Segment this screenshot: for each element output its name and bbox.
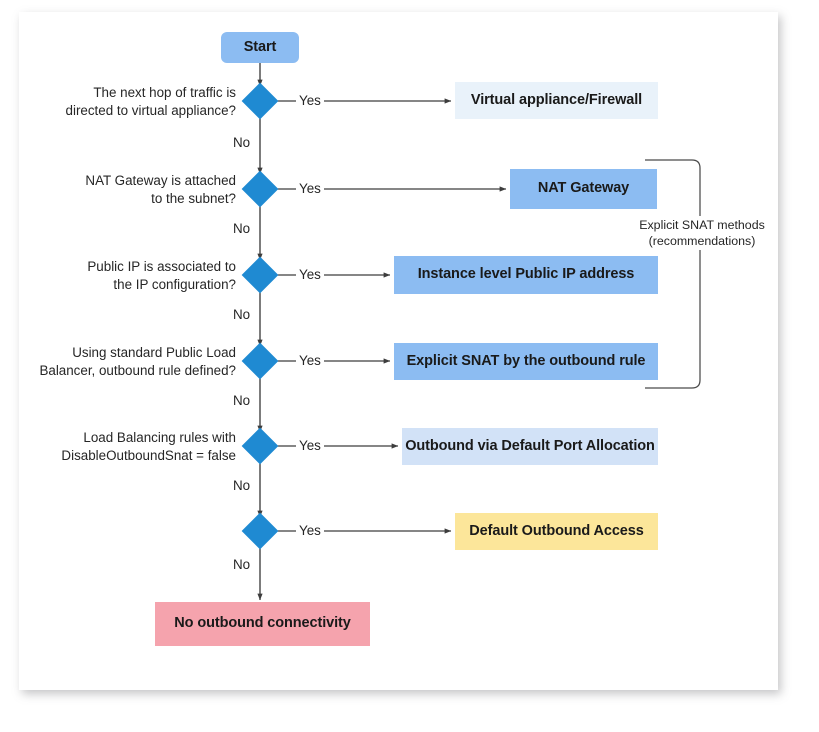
edge-label-yes-lb-rules: Yes [296,439,324,452]
question-label-lb-rules-line1: Load Balancing rules with [83,430,236,445]
explicit-snat-bracket-label-line1: Explicit SNAT methods [639,218,765,232]
edge-label-no-pip: No [230,308,254,321]
terminal-no-outbound-connectivity-label: No outbound connectivity [174,615,351,632]
edge-label-no-lb-rules: No [230,479,254,492]
question-label-pip-line2: the IP configuration? [113,276,236,292]
explicit-snat-bracket-label-line2: (recommendations) [648,234,756,249]
question-label-pip: Public IP is associated to the IP config… [40,258,236,293]
question-label-nva-line2: directed to virtual appliance? [65,102,236,118]
outcome-instance-level-public-ip: Instance level Public IP address [394,256,658,294]
question-label-natgw-line2: to the subnet? [151,190,236,206]
edge-label-no-natgw: No [230,222,254,235]
question-label-outbound-rule-line1: Using standard Public Load [72,345,236,360]
outcome-virtual-appliance-firewall: Virtual appliance/Firewall [455,82,658,119]
edge-label-no-default-access: No [230,558,254,571]
outcome-virtual-appliance-firewall-label: Virtual appliance/Firewall [470,91,643,108]
node-start: Start [221,32,299,63]
node-start-label: Start [243,38,277,55]
outcome-instance-level-public-ip-label: Instance level Public IP address [417,266,635,283]
edge-label-yes-default-access: Yes [296,524,324,537]
question-label-pip-line1: Public IP is associated to [87,259,236,274]
question-label-natgw-line1: NAT Gateway is attached [85,173,236,188]
outcome-nat-gateway-label: NAT Gateway [537,180,630,197]
outcome-explicit-snat-outbound-rule: Explicit SNAT by the outbound rule [394,343,658,380]
edge-label-no-outbound-rule: No [230,394,254,407]
outcome-outbound-default-port-allocation-label: Outbound via Default Port Allocation [405,437,655,454]
explicit-snat-bracket-label: Explicit SNAT methods (recommendations) [634,216,770,251]
question-label-lb-rules: Load Balancing rules with DisableOutboun… [30,429,236,464]
edge-label-yes-natgw: Yes [296,182,324,195]
question-label-outbound-rule: Using standard Public Load Balancer, out… [26,344,236,379]
question-label-nva-line1: The next hop of traffic is [93,85,236,100]
question-label-outbound-rule-line2: Balancer, outbound rule defined? [39,362,236,378]
edge-label-no-nva: No [230,136,254,149]
outcome-default-outbound-access-label: Default Outbound Access [469,522,644,539]
outcome-outbound-default-port-allocation: Outbound via Default Port Allocation [402,428,658,465]
question-label-lb-rules-line2: DisableOutboundSnat = false [61,447,236,463]
outcome-default-outbound-access: Default Outbound Access [455,513,658,550]
terminal-no-outbound-connectivity: No outbound connectivity [155,602,370,646]
edge-label-yes-outbound-rule: Yes [296,354,324,367]
edge-label-yes-pip: Yes [296,268,324,281]
question-label-natgw: NAT Gateway is attached to the subnet? [40,172,236,207]
outcome-nat-gateway: NAT Gateway [510,169,657,209]
outcome-explicit-snat-outbound-rule-label: Explicit SNAT by the outbound rule [406,352,646,369]
edge-label-yes-nva: Yes [296,94,324,107]
question-label-nva: The next hop of traffic is directed to v… [40,84,236,119]
